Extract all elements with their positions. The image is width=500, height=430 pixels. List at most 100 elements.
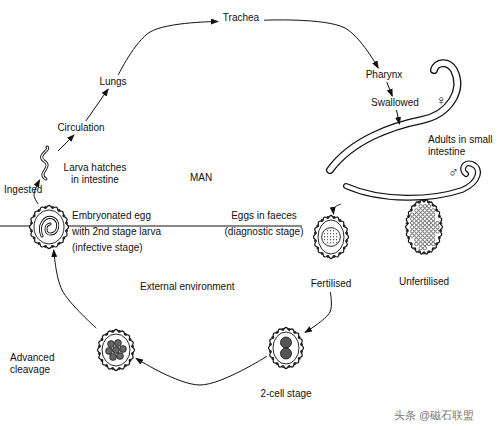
egg-coat-bead [326, 255, 329, 258]
stage-label: Adults in small intestine [428, 134, 496, 158]
blastomere [281, 348, 292, 359]
egg-coat-bead [316, 247, 319, 250]
yolk-granule [423, 217, 426, 220]
egg-coat-bead [435, 209, 438, 212]
route-step: Trachea [218, 11, 264, 25]
yolk-granule [432, 234, 435, 237]
egg-shell [98, 330, 135, 371]
egg-coat-bead [118, 367, 121, 370]
ovum [322, 228, 341, 247]
egg-coat-bead [58, 242, 61, 245]
edge-label: Ingested [4, 184, 50, 196]
yolk-granule [330, 230, 331, 231]
yolk-granule [423, 221, 426, 224]
sex-symbol: ♂ [448, 164, 468, 180]
yolk-granule [436, 226, 439, 229]
stage-label: Trachea [218, 11, 264, 25]
male-worm-outline [346, 163, 478, 197]
yolk-granule [419, 242, 422, 245]
yolk-granule [415, 230, 418, 233]
yolk-granule [415, 213, 418, 216]
egg-inner-shell [273, 332, 299, 364]
egg-coat-bead [432, 247, 435, 250]
yolk-granule [423, 209, 426, 212]
egg-inner-shell [102, 334, 130, 366]
stage-label: Pharynx [361, 68, 407, 82]
yolk-granule [432, 217, 435, 220]
egg-coat-bead [65, 222, 68, 225]
blastomere [115, 340, 122, 347]
egg-coat-bead [407, 215, 410, 218]
region-label: MAN [190, 172, 230, 184]
yolk-granule [432, 226, 435, 229]
egg-stage: Advanced cleavage [96, 328, 136, 372]
yolk-granule [333, 233, 334, 234]
egg-coat-bead [30, 229, 33, 232]
larva-stage: Larva hatches in intestine [34, 146, 58, 180]
egg-coat-bead [418, 201, 421, 204]
yolk-granule [427, 234, 430, 237]
egg-coat-bead [131, 352, 134, 355]
egg-coat-bead [51, 245, 54, 248]
egg-coat-bead [321, 219, 324, 222]
yolk-granule [427, 230, 430, 233]
egg-coat-bead [423, 200, 426, 203]
egg-coat-bead [345, 239, 348, 242]
egg-coat-bead [105, 333, 108, 336]
yolk-granule [427, 217, 430, 220]
stage-label: Embryonated egg with 2nd stage larva (in… [72, 208, 169, 256]
egg-coat-bead [326, 216, 329, 219]
yolk-granule [423, 226, 426, 229]
egg-coat-bead [343, 225, 346, 228]
egg-coat-bead [276, 331, 279, 334]
stage-label: Advanced cleavage [10, 352, 62, 376]
egg-coat-bead [345, 232, 348, 235]
yolk-granule [427, 238, 430, 241]
egg-shell [30, 206, 69, 249]
egg-coat-bead [410, 243, 413, 246]
egg-coat-bead [98, 352, 101, 355]
egg-coat-bead [33, 215, 36, 218]
egg-coat-bead [343, 247, 346, 250]
coiled-larva-outline [40, 217, 57, 236]
yolk-granule-group [324, 230, 337, 243]
blastomere [108, 341, 115, 348]
egg-coat-bead [413, 204, 416, 207]
egg-shell [269, 328, 304, 369]
yolk-granule [436, 230, 439, 233]
yolk-granule [327, 239, 328, 240]
egg-coat-bead [298, 336, 301, 339]
egg-coat-bead [439, 222, 442, 225]
route-step: Swallowed [368, 96, 422, 110]
egg-coat-bead [30, 222, 33, 225]
yolk-granule [427, 213, 430, 216]
egg-inner-shell [318, 220, 344, 254]
egg-coat-bead [129, 338, 132, 341]
cycle-arrow [58, 135, 74, 151]
egg-coat-bead [271, 357, 274, 360]
yolk-granule [432, 230, 435, 233]
egg-coat-bead [111, 330, 114, 333]
yolk-granule [330, 236, 331, 237]
cycle-arrow [136, 356, 267, 385]
stage-label: 2-cell stage [254, 388, 318, 400]
yolk-granule [330, 239, 331, 240]
egg-coat-bead [288, 365, 291, 368]
adult-worms: Adults in small intestine [322, 124, 494, 204]
egg-coat-bead [407, 236, 410, 239]
egg-coat-bead [423, 252, 426, 255]
egg-stage: Fertilised [308, 214, 354, 292]
egg-coat-bead [338, 219, 341, 222]
blastomere [120, 346, 127, 353]
egg-inner-shell [34, 210, 64, 244]
yolk-granule [432, 242, 435, 245]
egg-coat-bead [38, 242, 41, 245]
stage-label: Swallowed [368, 96, 422, 110]
yolk-granule [423, 205, 426, 208]
yolk-granule [423, 247, 426, 250]
cycle-arrow [333, 204, 340, 214]
cycle-arrow [86, 89, 108, 121]
yolk-granule [336, 233, 337, 234]
yolk-granule [423, 213, 426, 216]
yolk-granule [333, 230, 334, 231]
